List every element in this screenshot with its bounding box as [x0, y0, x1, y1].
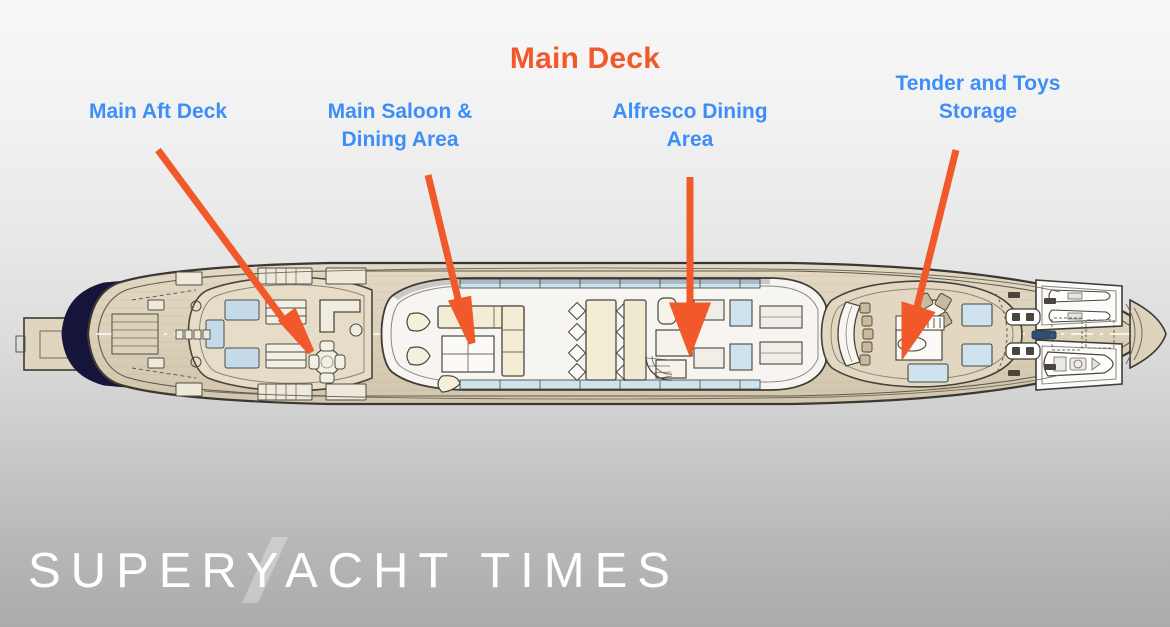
saloon-coffee-table [441, 335, 495, 373]
watermark-text: SUPERYACHT TIMES [28, 544, 680, 598]
saloon-armchairs [406, 312, 461, 393]
page-title: Main Deck [509, 42, 661, 75]
saloon-window-starboard [459, 379, 761, 390]
superstructure-shadow [392, 278, 770, 300]
callout-main-aft-deck: Main Aft Deck [88, 100, 228, 123]
dining-table [567, 299, 647, 382]
deck-hatch [1031, 330, 1057, 340]
bow-section [1005, 292, 1167, 376]
callout-alfresco-dining: Alfresco Dining Area [612, 100, 768, 151]
main-saloon-dining-zone [380, 277, 827, 393]
watermark: SUPERYACHT TIMES [28, 537, 680, 603]
alfresco-lounge-pads [907, 303, 993, 383]
saloon-side-units [729, 299, 753, 371]
spiral-staircase [645, 355, 673, 381]
tender-bay-port [1035, 279, 1123, 331]
alfresco-dining-zone [820, 280, 1023, 388]
callout-tender-storage: Tender and Toys Storage [895, 72, 1061, 123]
main-aft-deck-zone [187, 276, 373, 392]
side-deck-trim [203, 267, 1061, 400]
superyacht-times-logo-icon [242, 537, 288, 603]
tender-toys-storage-zone [1031, 279, 1123, 391]
aft-round-table [308, 340, 346, 384]
callout-main-saloon: Main Saloon & Dining Area [327, 100, 473, 151]
tender-bay-starboard [1035, 339, 1123, 391]
alfresco-curved-settee [837, 301, 874, 367]
